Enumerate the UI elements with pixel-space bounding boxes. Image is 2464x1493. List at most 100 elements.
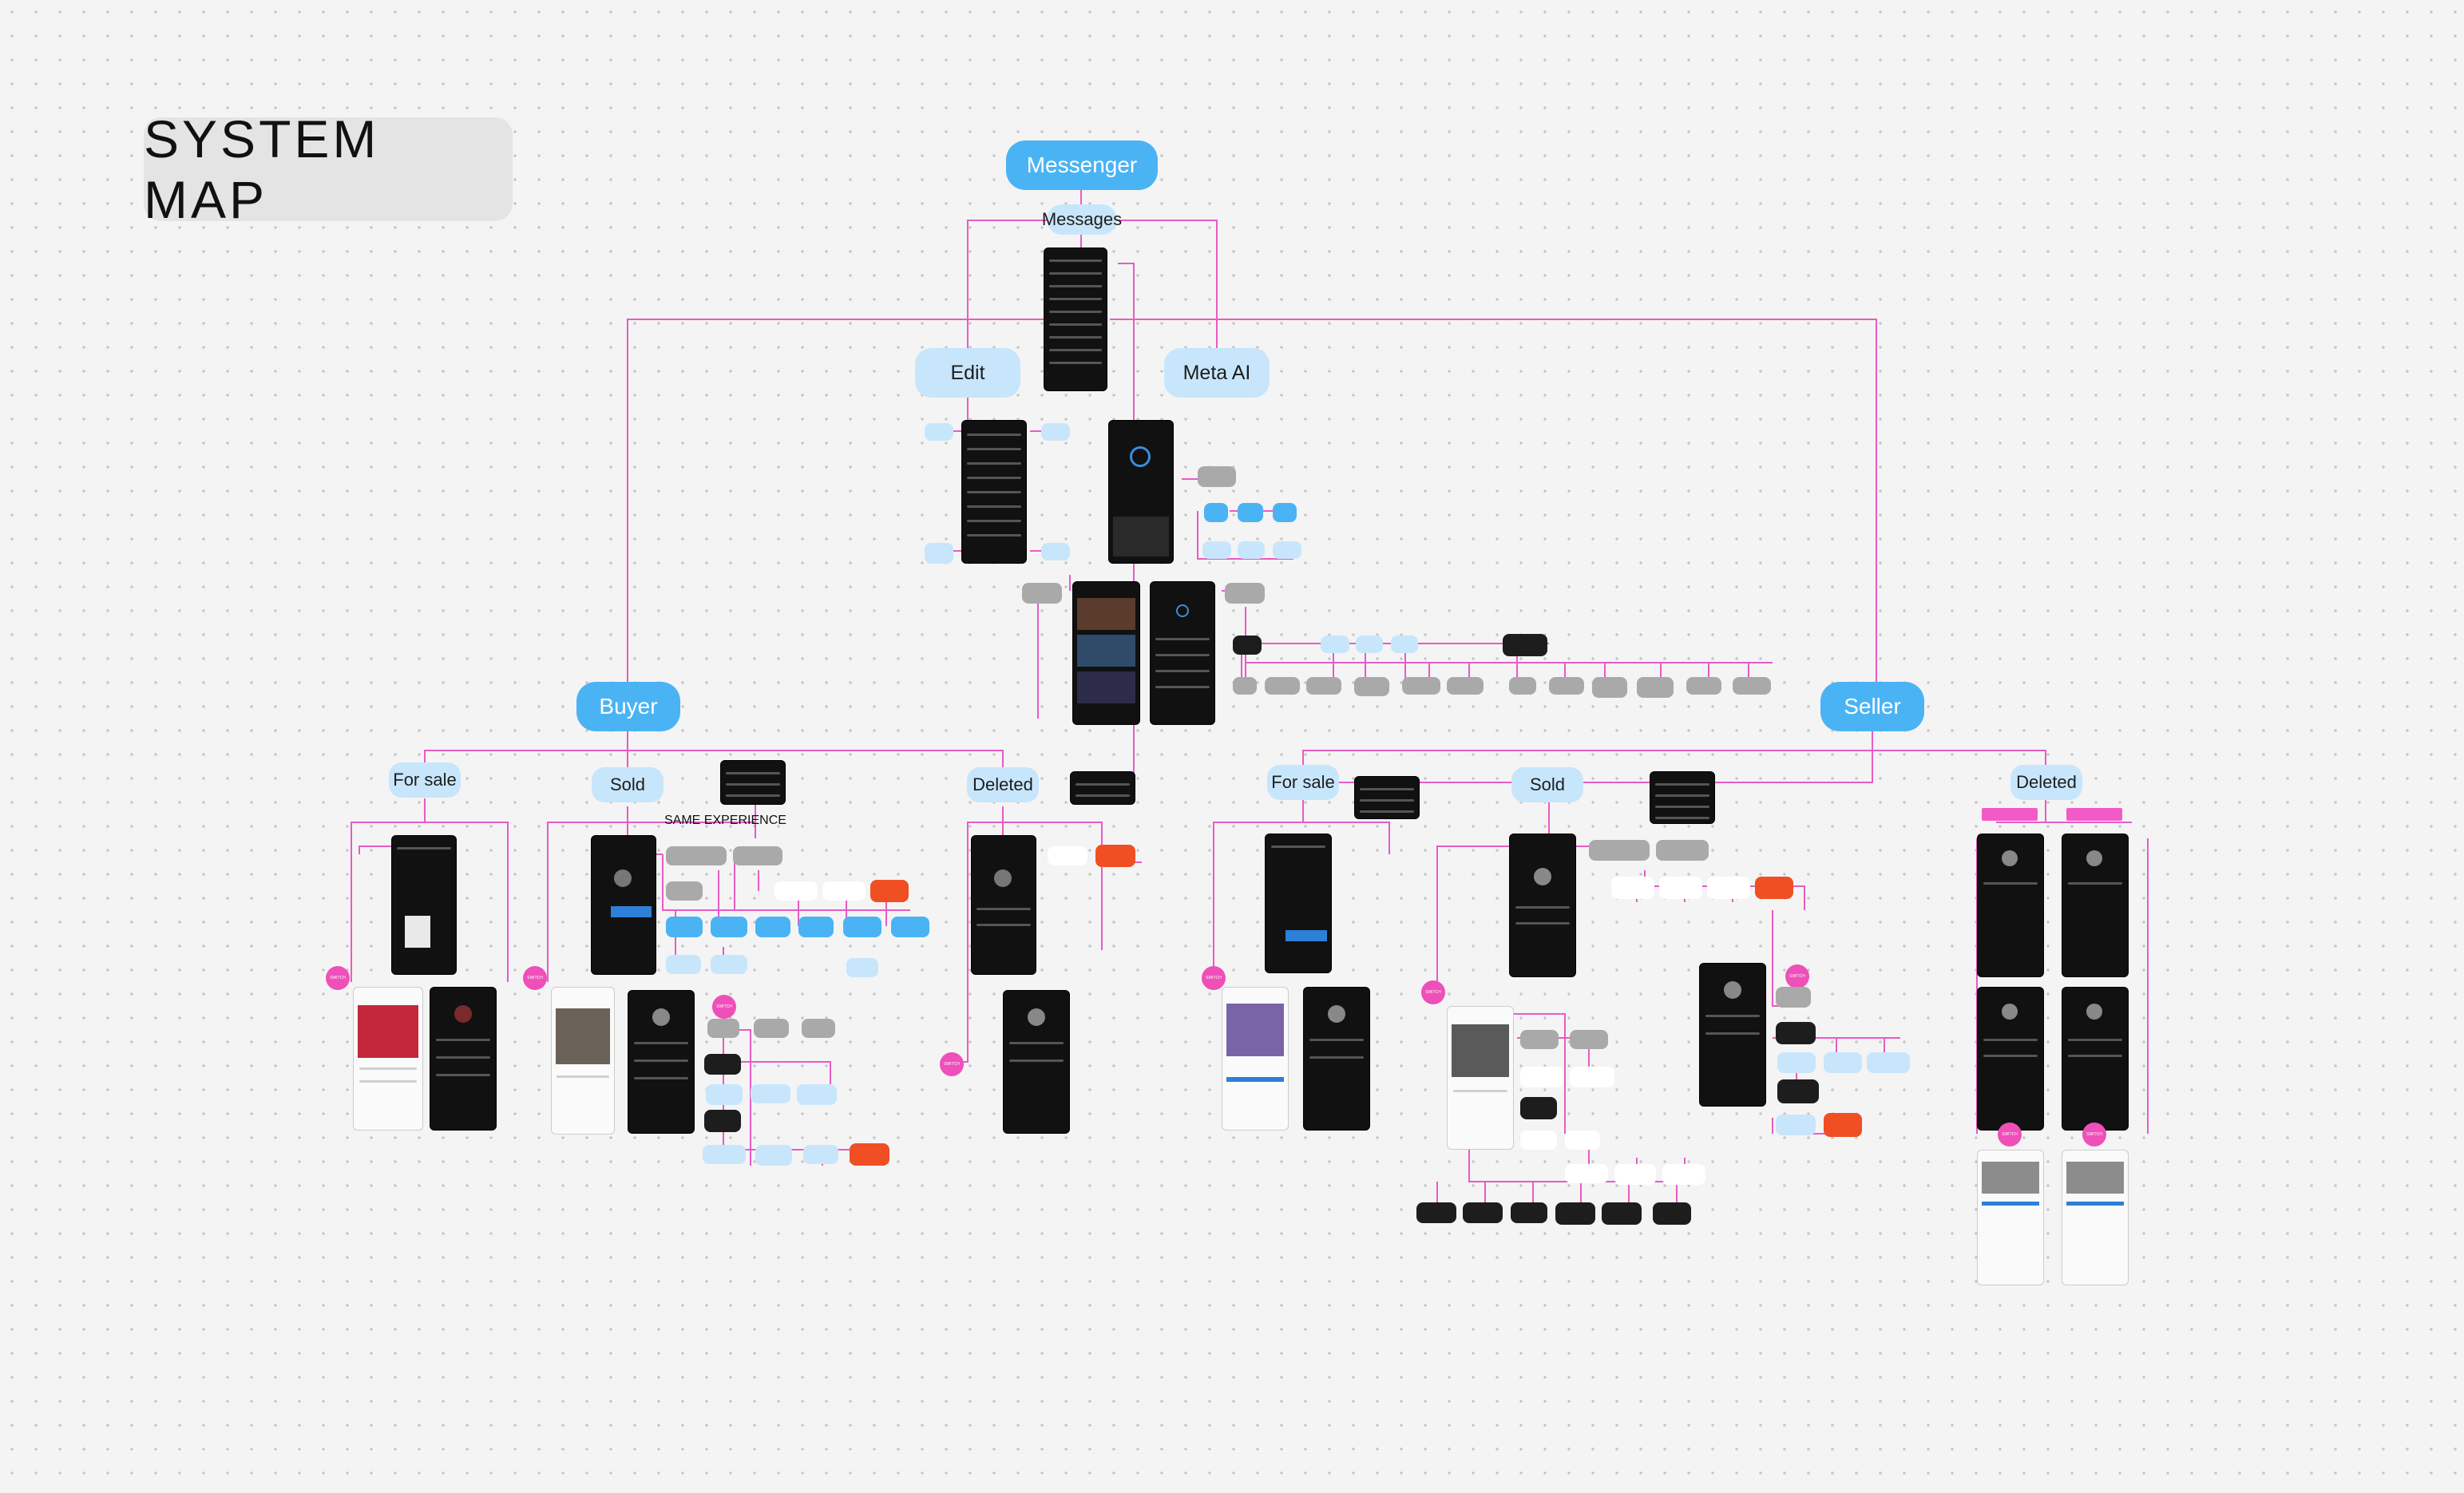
node-meta-ai[interactable]: Meta AI (1164, 348, 1270, 398)
action-tag[interactable] (774, 881, 818, 901)
action-tag[interactable] (1520, 1097, 1557, 1119)
action-tag[interactable] (1602, 1202, 1642, 1225)
action-tag[interactable] (1570, 1067, 1614, 1087)
action-tag[interactable] (1273, 541, 1301, 559)
action-tag[interactable] (870, 880, 909, 902)
action-tag[interactable] (1306, 677, 1341, 695)
action-tag[interactable] (1204, 503, 1228, 522)
action-tag[interactable] (802, 1019, 835, 1038)
node-buyer-for-sale[interactable]: For sale (389, 762, 461, 798)
action-tag[interactable] (1447, 677, 1484, 695)
action-tag[interactable] (733, 846, 782, 865)
action-tag[interactable] (1391, 636, 1418, 653)
action-tag[interactable] (1570, 1030, 1608, 1049)
action-tag[interactable] (1656, 840, 1709, 861)
action-tag[interactable] (925, 423, 953, 441)
action-tag[interactable] (1265, 677, 1300, 695)
action-tag[interactable] (1509, 677, 1536, 695)
action-tag[interactable] (798, 917, 834, 937)
node-buyer-sold[interactable]: Sold (592, 767, 664, 802)
action-tag[interactable] (1555, 1202, 1595, 1225)
action-tag[interactable] (1520, 1131, 1557, 1150)
node-buyer-deleted[interactable]: Deleted (967, 767, 1039, 802)
action-tag[interactable] (1233, 636, 1262, 655)
node-seller-deleted[interactable]: Deleted (2010, 765, 2082, 800)
action-tag[interactable] (1611, 877, 1654, 899)
action-tag[interactable] (1402, 677, 1440, 695)
action-tag[interactable] (1321, 636, 1349, 653)
action-tag[interactable] (846, 958, 878, 977)
action-tag[interactable] (1653, 1202, 1691, 1225)
node-edit[interactable]: Edit (915, 348, 1020, 398)
action-tag[interactable] (1565, 1131, 1600, 1150)
action-tag[interactable] (1520, 1067, 1563, 1087)
action-tag[interactable] (666, 917, 703, 937)
action-tag[interactable] (755, 1145, 792, 1166)
action-tag[interactable] (1198, 466, 1236, 487)
action-tag[interactable] (1589, 840, 1650, 861)
action-tag[interactable] (1662, 1164, 1705, 1185)
action-tag[interactable] (822, 881, 866, 901)
action-tag[interactable] (1776, 987, 1811, 1008)
action-tag[interactable] (711, 917, 747, 937)
action-tag[interactable] (1022, 583, 1062, 604)
action-tag[interactable] (925, 543, 953, 564)
action-tag[interactable] (1824, 1052, 1862, 1073)
action-tag[interactable] (1354, 677, 1389, 696)
action-tag[interactable] (1777, 1052, 1816, 1073)
action-tag[interactable] (1565, 1164, 1608, 1183)
action-tag[interactable] (1592, 677, 1627, 698)
action-tag[interactable] (666, 881, 703, 901)
action-tag[interactable] (1777, 1079, 1819, 1103)
action-tag[interactable] (703, 1145, 746, 1164)
action-tag[interactable] (711, 955, 747, 974)
action-tag[interactable] (1824, 1113, 1862, 1137)
node-messenger[interactable]: Messenger (1006, 141, 1158, 190)
action-tag[interactable] (1238, 503, 1263, 522)
action-tag[interactable] (1637, 677, 1674, 698)
action-tag[interactable] (1733, 677, 1771, 695)
action-tag[interactable] (755, 917, 790, 937)
action-tag[interactable] (754, 1019, 789, 1038)
action-tag[interactable] (1520, 1030, 1559, 1049)
node-seller-for-sale[interactable]: For sale (1267, 765, 1339, 800)
action-tag[interactable] (1614, 1164, 1656, 1185)
action-tag[interactable] (1225, 583, 1265, 604)
node-seller[interactable]: Seller (1820, 682, 1924, 731)
node-buyer[interactable]: Buyer (576, 682, 680, 731)
action-tag[interactable] (1776, 1115, 1816, 1135)
action-tag[interactable] (850, 1143, 889, 1166)
action-tag[interactable] (1041, 543, 1070, 560)
action-tag[interactable] (1511, 1202, 1547, 1223)
action-tag[interactable] (704, 1110, 741, 1132)
node-messages[interactable]: Messages (1042, 204, 1122, 235)
action-tag[interactable] (1202, 541, 1231, 559)
action-tag[interactable] (1048, 846, 1087, 865)
action-tag[interactable] (1503, 634, 1547, 656)
action-tag[interactable] (666, 955, 701, 974)
action-tag[interactable] (1463, 1202, 1503, 1223)
action-tag[interactable] (1273, 503, 1297, 522)
action-tag[interactable] (706, 1084, 743, 1105)
action-tag[interactable] (1238, 541, 1265, 559)
action-tag[interactable] (803, 1145, 838, 1164)
action-tag[interactable] (666, 846, 727, 865)
action-tag[interactable] (1686, 677, 1721, 695)
action-tag[interactable] (751, 1084, 790, 1103)
action-tag[interactable] (843, 917, 881, 937)
action-tag[interactable] (1755, 877, 1793, 899)
action-tag[interactable] (1867, 1052, 1910, 1073)
action-tag[interactable] (1707, 877, 1750, 899)
action-tag[interactable] (1095, 845, 1135, 867)
action-tag[interactable] (704, 1054, 741, 1075)
action-tag[interactable] (797, 1084, 837, 1105)
action-tag[interactable] (1041, 423, 1070, 441)
action-tag[interactable] (1659, 877, 1702, 899)
node-seller-sold[interactable]: Sold (1511, 767, 1583, 802)
action-tag[interactable] (1776, 1022, 1816, 1044)
action-tag[interactable] (1416, 1202, 1456, 1223)
action-tag[interactable] (1549, 677, 1584, 695)
action-tag[interactable] (1233, 677, 1257, 695)
action-tag[interactable] (891, 917, 929, 937)
action-tag[interactable] (707, 1019, 739, 1038)
